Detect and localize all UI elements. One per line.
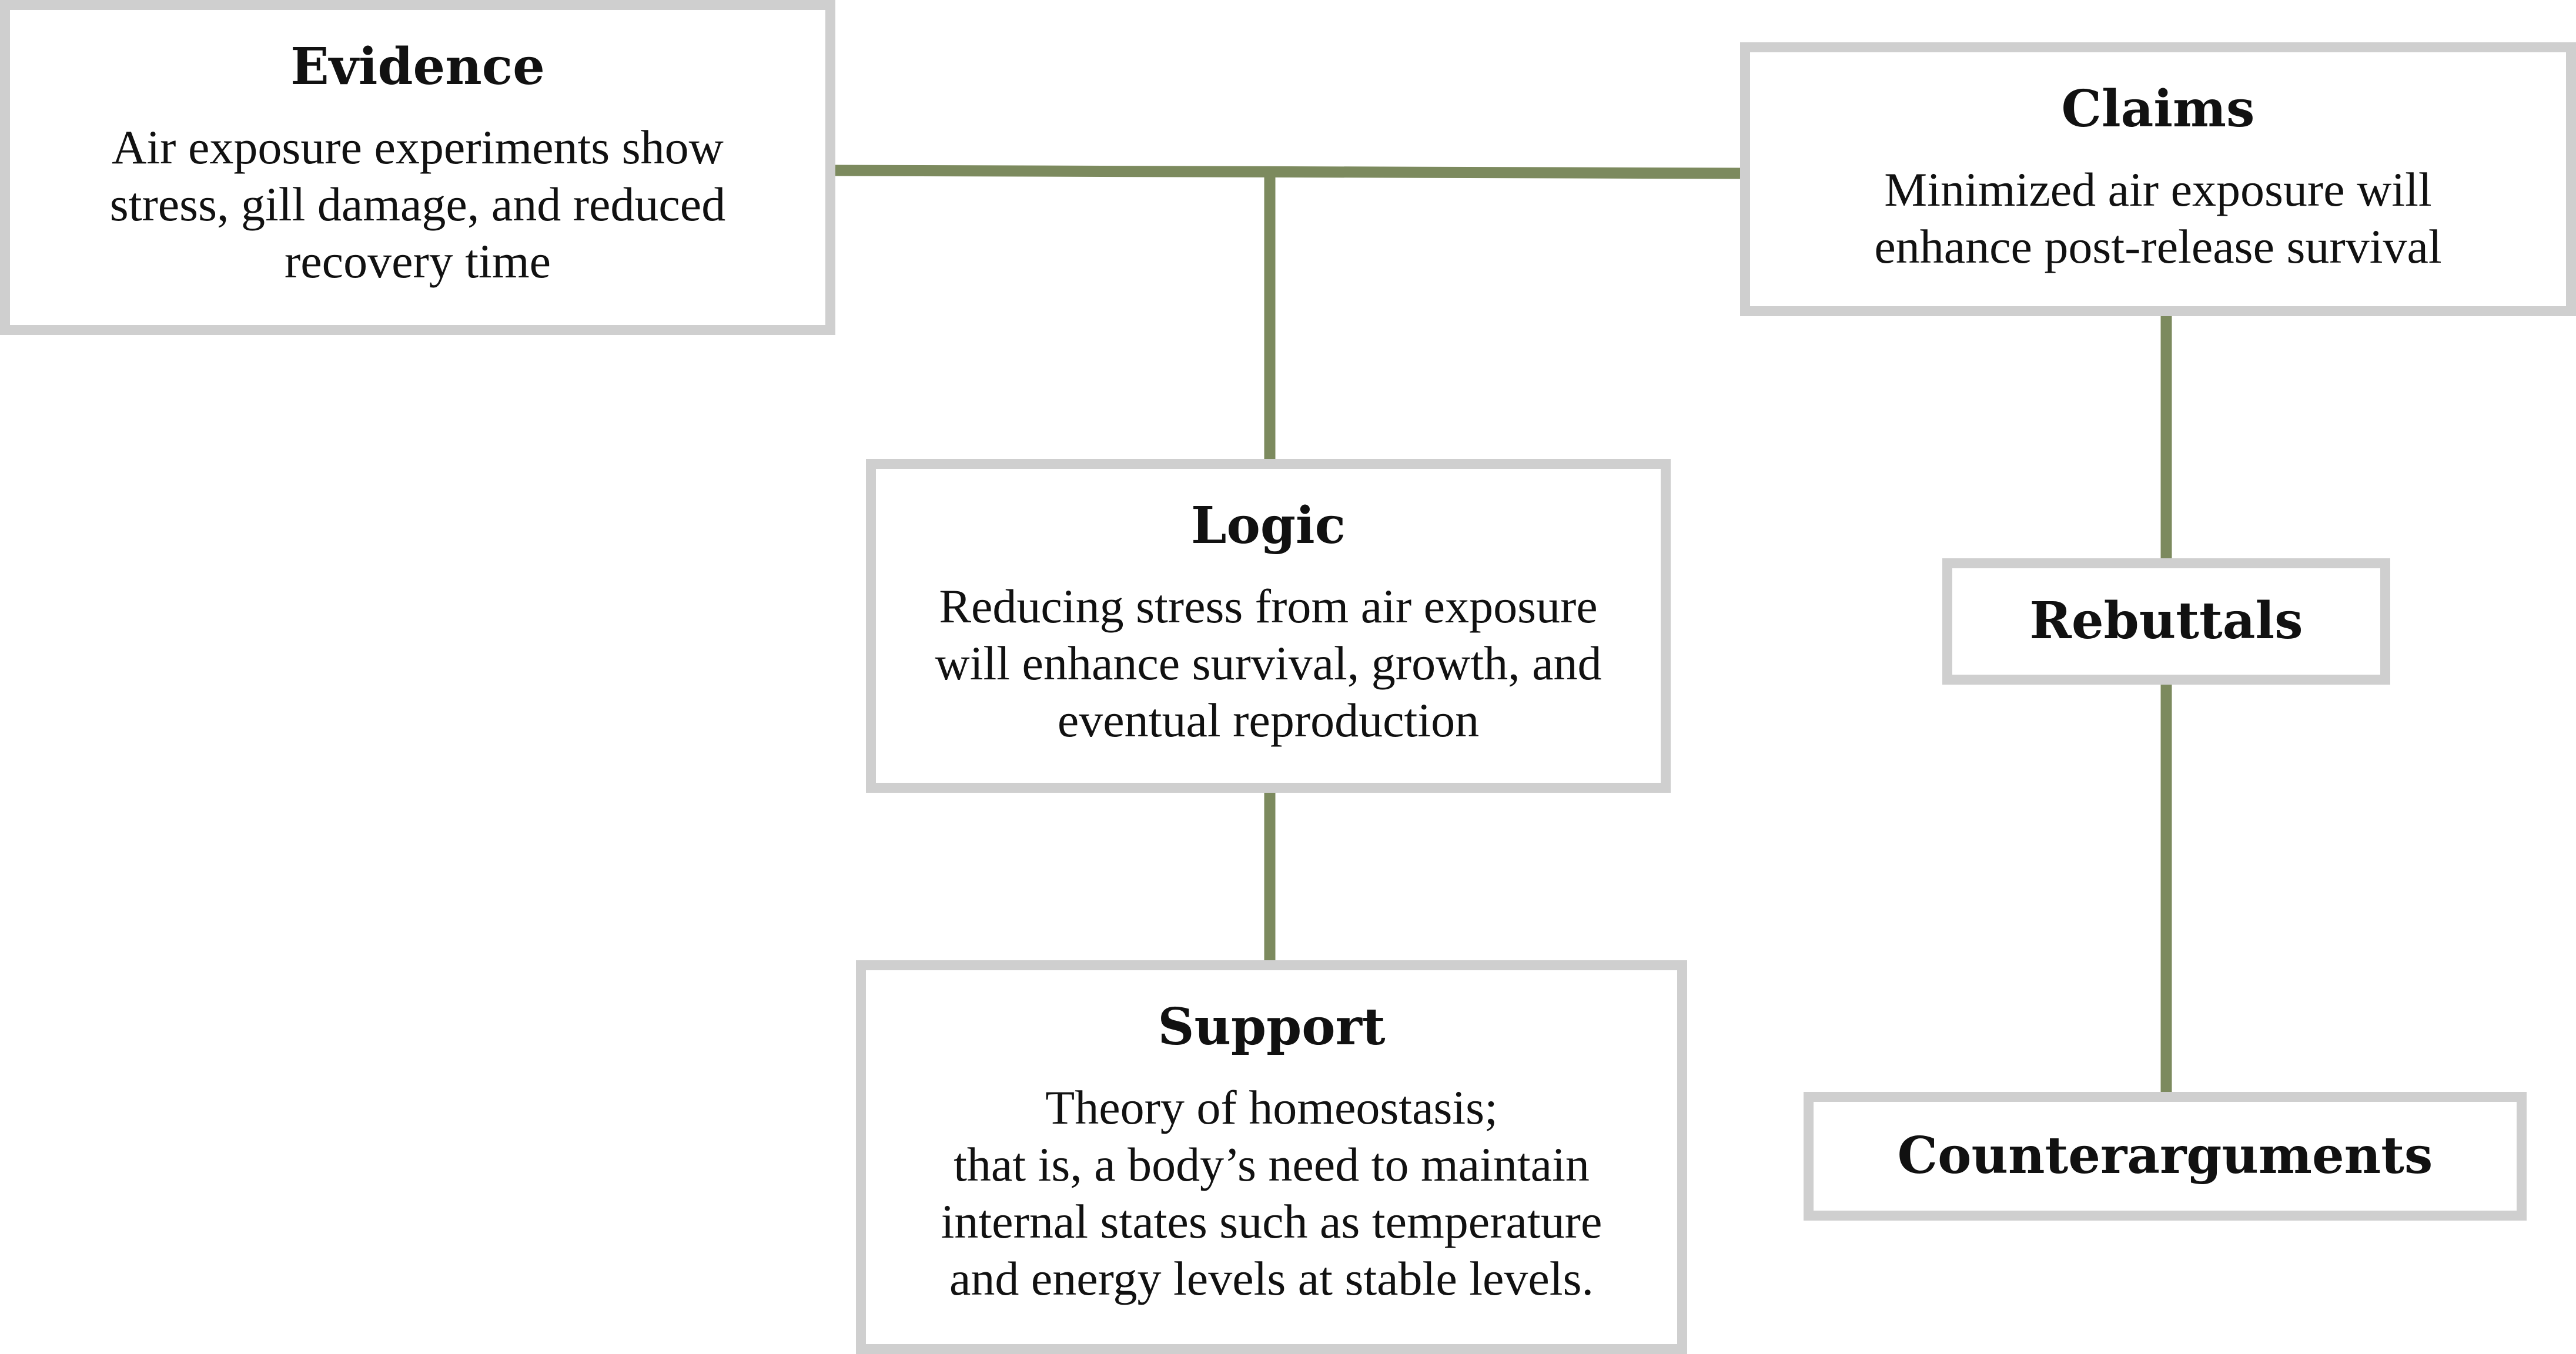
counterarguments-title: Counterarguments — [1897, 1126, 2433, 1186]
support-line: Theory of homeostasis; — [1045, 1080, 1498, 1134]
logic-line: will enhance survival, growth, and — [935, 636, 1602, 690]
evidence-title: Evidence — [290, 37, 545, 96]
evidence-text: Air exposure experiments show stress, gi… — [110, 119, 725, 290]
support-line: that is, a body’s need to maintain — [954, 1137, 1590, 1191]
support-line: internal states such as temperature — [941, 1194, 1603, 1248]
claims-text: Minimized air exposure will enhance post… — [1874, 161, 2441, 275]
logic-text: Reducing stress from air exposure will e… — [935, 578, 1601, 749]
support-text: Theory of homeostasis; that is, a body’s… — [941, 1079, 1603, 1307]
evidence-line: Air exposure experiments show — [112, 120, 724, 174]
logic-box: Logic Reducing stress from air exposure … — [866, 459, 1671, 793]
support-title: Support — [1157, 997, 1386, 1057]
support-line: and energy levels at stable levels. — [949, 1251, 1594, 1305]
connector-evidence-claims — [835, 165, 1741, 179]
rebuttals-box: Rebuttals — [1942, 558, 2390, 685]
support-box: Support Theory of homeostasis; that is, … — [856, 960, 1687, 1354]
counterarguments-box: Counterarguments — [1804, 1092, 2527, 1221]
claims-title: Claims — [2061, 79, 2255, 139]
logic-line: eventual reproduction — [1057, 693, 1480, 747]
claims-line: Minimized air exposure will — [1884, 162, 2432, 216]
claims-box: Claims Minimized air exposure will enhan… — [1740, 42, 2576, 316]
claims-line: enhance post-release survival — [1874, 219, 2442, 273]
logic-line: Reducing stress from air exposure — [939, 579, 1598, 633]
evidence-line: stress, gill damage, and reduced — [109, 177, 726, 231]
logic-title: Logic — [1191, 496, 1346, 555]
rebuttals-title: Rebuttals — [2029, 591, 2303, 651]
evidence-box: Evidence Air exposure experiments show s… — [0, 0, 835, 335]
evidence-line: recovery time — [284, 234, 551, 288]
